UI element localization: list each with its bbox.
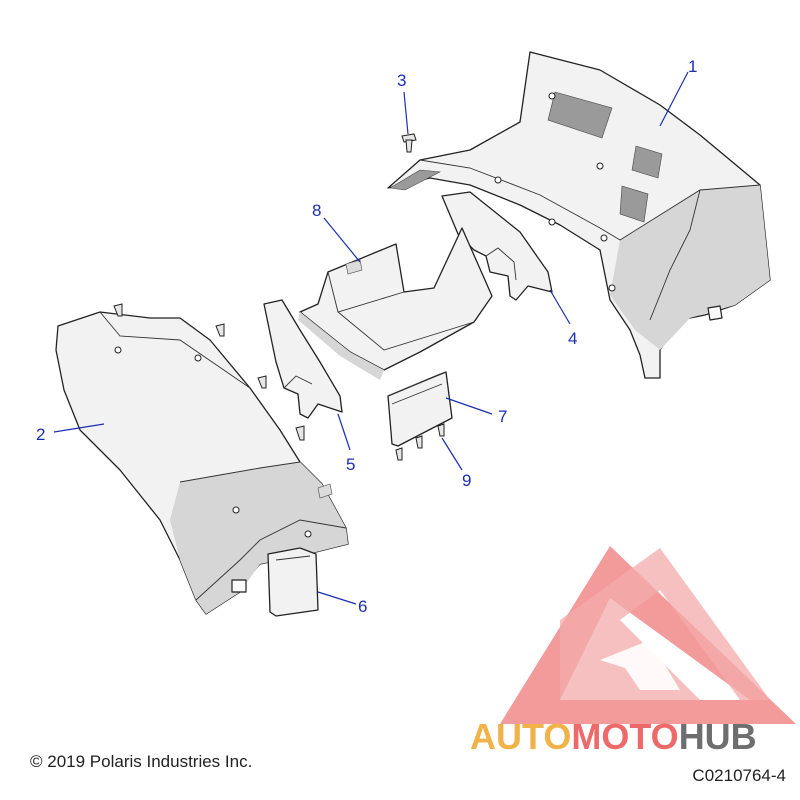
watermark-logo-mark	[500, 546, 796, 724]
leader-8	[323, 217, 361, 263]
callout-6: 6	[358, 597, 367, 616]
leader-4	[549, 289, 571, 325]
callout-7: 7	[498, 407, 507, 426]
leader-7	[445, 397, 493, 415]
watermark-wordmark: AUTOMOTOHUB	[470, 716, 757, 758]
leader-5	[337, 413, 351, 451]
drawing-number: C0210764-4	[692, 766, 786, 785]
leader-6	[317, 591, 357, 605]
part-3-push-rivet	[401, 133, 417, 153]
callout-labels: 1 3 8 4 2 5 7 9 6	[36, 57, 697, 616]
leader-3	[403, 91, 409, 135]
callout-5: 5	[346, 455, 355, 474]
part-5-bracket	[263, 299, 343, 419]
watermark-hub: HUB	[678, 716, 757, 757]
panel-fasteners	[113, 303, 305, 441]
watermark-auto: AUTO	[470, 716, 572, 757]
copyright-notice: © 2019 Polaris Industries Inc.	[30, 752, 253, 771]
leader-lines	[53, 71, 689, 605]
part-6-mud-flap	[267, 547, 319, 617]
leader-2	[53, 423, 105, 433]
callout-8: 8	[312, 201, 321, 220]
part-7-bracket-plate	[387, 371, 453, 447]
leader-1	[659, 71, 689, 127]
part-1-rear-panel	[387, 51, 771, 379]
part-2-front-panel	[55, 311, 349, 615]
watermark-moto: MOTO	[571, 716, 679, 757]
callout-9: 9	[462, 471, 471, 490]
callout-3: 3	[397, 71, 406, 90]
leader-9	[441, 437, 463, 471]
part-9-screws	[395, 423, 445, 461]
callout-4: 4	[568, 329, 577, 348]
callout-1: 1	[688, 57, 697, 76]
part-8-floor-tray	[298, 227, 493, 380]
part-4-side-panel	[441, 191, 553, 301]
callout-2: 2	[36, 425, 45, 444]
